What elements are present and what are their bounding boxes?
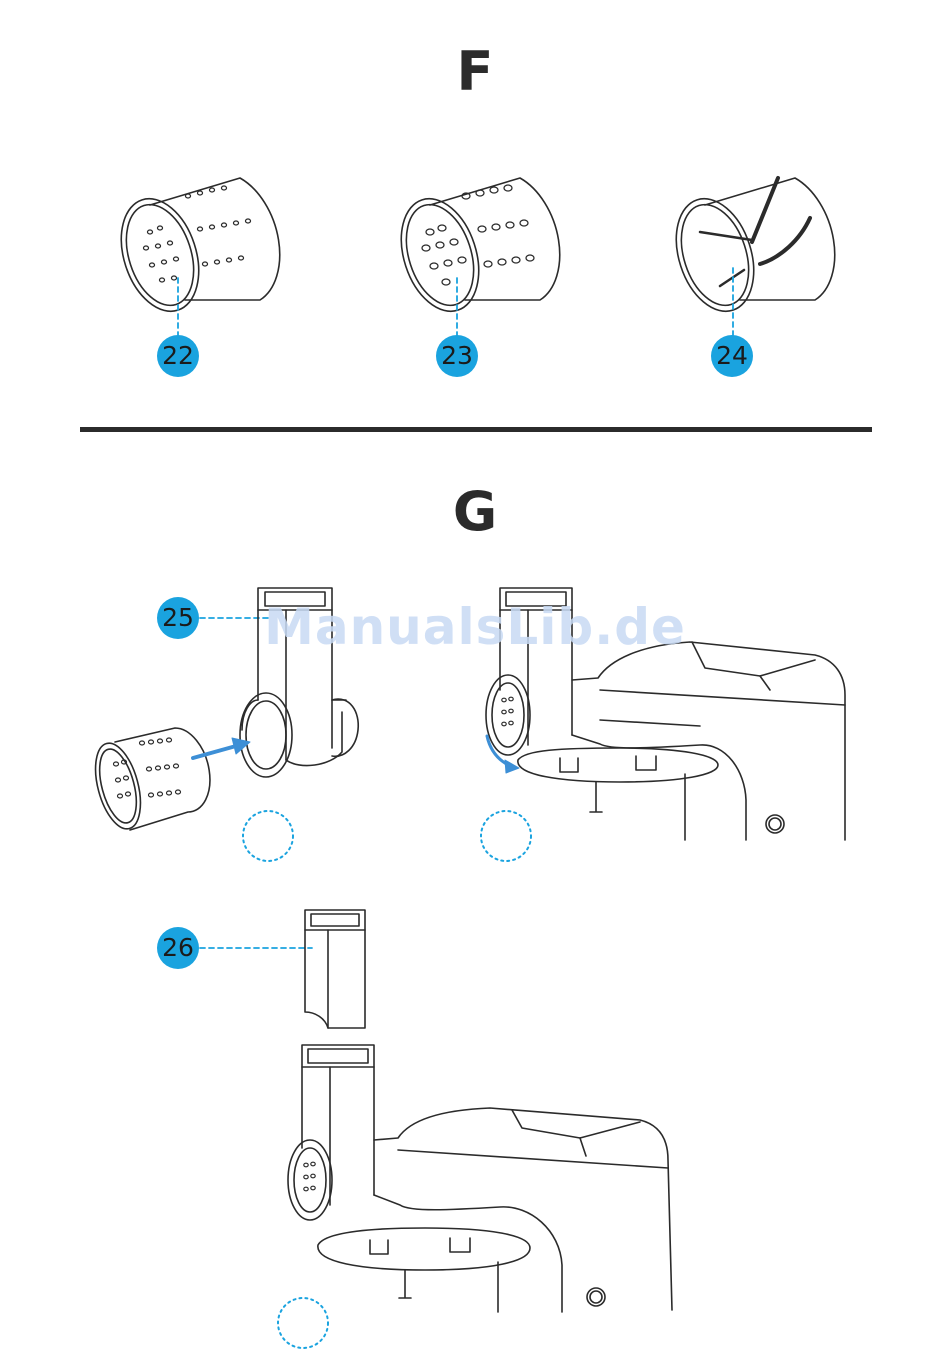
step-marker-1 [243,811,293,861]
watermark: ManualsLib.de [0,598,950,656]
callout-26: 26 [157,927,199,969]
callout-23: 23 [436,335,478,377]
mixer-assembled-illustration [288,1045,672,1312]
drum-24-illustration [663,178,835,321]
drum-22-illustration [108,178,280,321]
callout-24: 24 [711,335,753,377]
step-marker-3 [278,1298,328,1348]
food-pusher-26-illustration [305,910,365,1028]
loose-drum-illustration [87,728,210,834]
callout-22: 22 [157,335,199,377]
drum-23-illustration [388,178,560,321]
step-marker-2 [481,811,531,861]
